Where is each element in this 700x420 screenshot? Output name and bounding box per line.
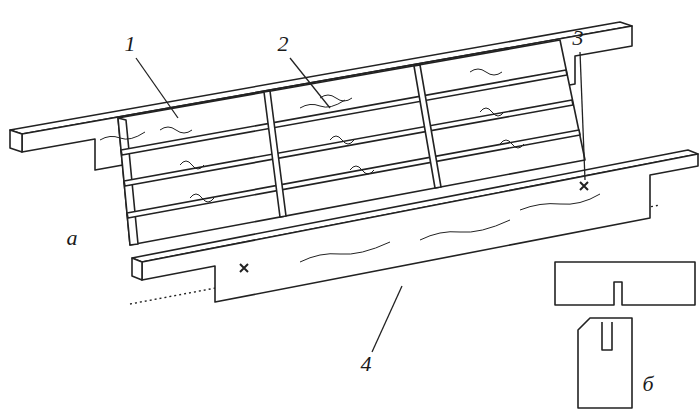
callout-number: 3 — [573, 27, 584, 49]
nail-mark — [240, 182, 588, 272]
leader-line — [136, 52, 585, 352]
detail-slot — [602, 322, 612, 350]
transverse-partitions — [264, 65, 441, 217]
callout-number: 2 — [278, 33, 289, 55]
back-rail-end — [10, 130, 22, 152]
wood-grain — [100, 69, 524, 202]
callout-number: 4 — [361, 353, 372, 375]
detail-tenon — [578, 318, 632, 408]
view-letter: а — [67, 227, 78, 249]
wood-grain — [300, 194, 600, 262]
view-letter: б — [642, 373, 653, 395]
front-rail-end — [132, 258, 142, 280]
callout-number: 1 — [125, 33, 136, 55]
detail-board — [555, 262, 695, 305]
